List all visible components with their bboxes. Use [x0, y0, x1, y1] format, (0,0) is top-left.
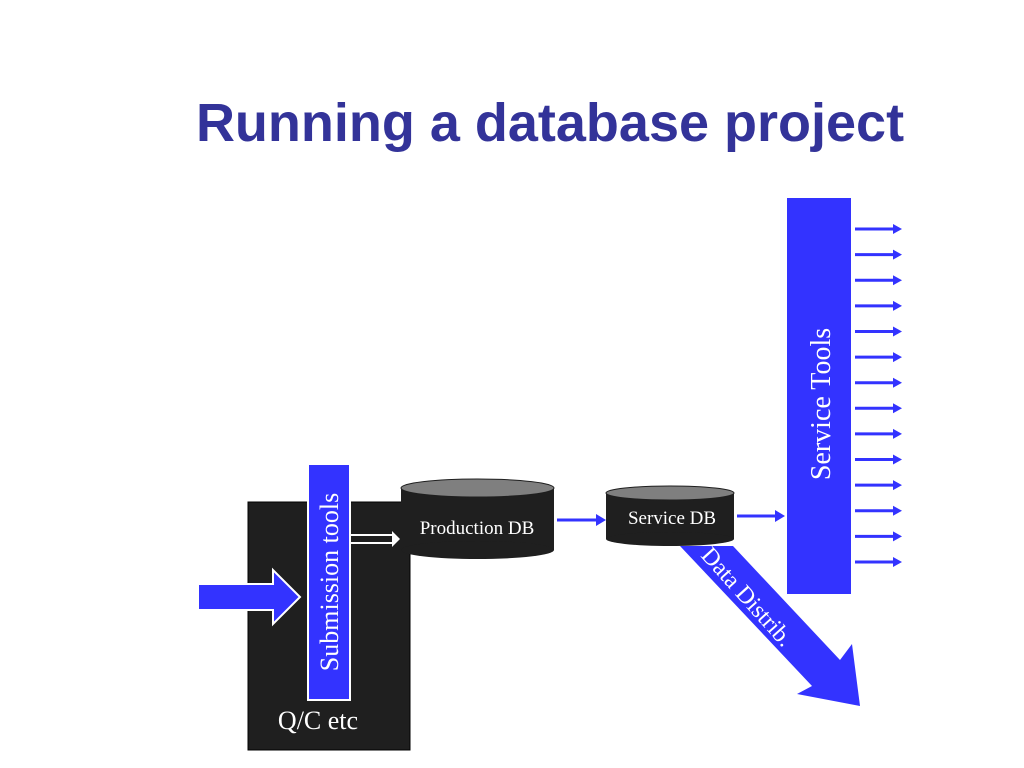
output-arrow [855, 300, 902, 311]
production-db-label: Production DB [420, 518, 535, 539]
service-tools-output-arrows [855, 224, 902, 567]
service-tools-label: Service Tools [806, 328, 837, 480]
production-db-cylinder [400, 478, 555, 559]
submission-tools-bar [307, 463, 351, 701]
service-db-label: Service DB [628, 508, 716, 529]
slide-title: Running a database project [195, 93, 905, 153]
output-arrow [855, 557, 902, 567]
output-arrow [855, 224, 902, 234]
output-arrow [855, 531, 902, 542]
submission-tools-label: Submission tools [315, 493, 344, 671]
submission-to-production-arrow [351, 531, 400, 547]
output-arrow [855, 454, 902, 465]
output-arrow [855, 352, 902, 363]
output-arrow [855, 326, 902, 337]
service-db-to-tools-arrow [737, 510, 785, 522]
qc-box-label: Q/C etc [278, 706, 358, 735]
output-arrow [855, 480, 902, 491]
output-arrow [855, 249, 902, 260]
data-distrib-arrow [680, 546, 860, 706]
service-db-cylinder [605, 485, 735, 546]
output-arrow [855, 275, 902, 286]
input-arrow [197, 567, 302, 627]
service-tools-bar [787, 198, 851, 594]
output-arrow [855, 505, 902, 516]
output-arrow [855, 377, 902, 388]
output-arrow [855, 428, 902, 439]
output-arrow [855, 403, 902, 414]
data-distrib-label: Data Distrib. [696, 543, 798, 653]
production-to-service-arrow [557, 514, 606, 526]
